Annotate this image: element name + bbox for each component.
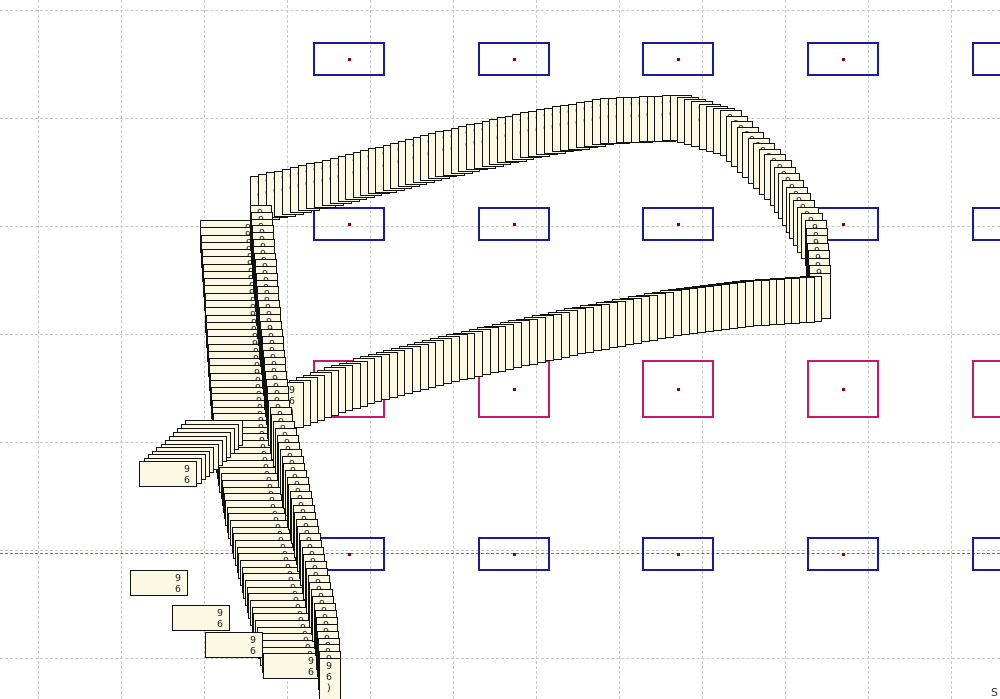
slot-r3-c1[interactable] bbox=[478, 537, 550, 571]
slot-r0-c2[interactable] bbox=[642, 42, 714, 76]
stacked-card[interactable]: 9 6 ) bbox=[263, 653, 321, 679]
slot-r1-c4[interactable] bbox=[972, 207, 1000, 241]
slot-anchor-dot bbox=[842, 388, 845, 391]
slot-anchor-dot bbox=[677, 223, 680, 226]
slot-anchor-dot bbox=[513, 58, 516, 61]
horizontal-guide-line[interactable] bbox=[0, 553, 1000, 554]
slot-anchor-dot bbox=[348, 553, 351, 556]
slot-anchor-dot bbox=[677, 553, 680, 556]
slot-anchor-dot bbox=[348, 223, 351, 226]
slot-anchor-dot bbox=[677, 58, 680, 61]
stacked-card[interactable]: 9 6 ) bbox=[319, 658, 341, 699]
stacked-card[interactable]: 9 6 ) bbox=[172, 605, 230, 631]
slot-anchor-dot bbox=[677, 388, 680, 391]
grid-line-horizontal bbox=[0, 442, 1000, 443]
slot-r3-c2[interactable] bbox=[642, 537, 714, 571]
grid-line-vertical bbox=[868, 0, 869, 699]
slot-r0-c0[interactable] bbox=[313, 42, 385, 76]
slot-anchor-dot bbox=[513, 388, 516, 391]
slot-r1-c2[interactable] bbox=[642, 207, 714, 241]
slot-r1-c0[interactable] bbox=[313, 207, 385, 241]
stacked-card[interactable]: 9 6 ) bbox=[130, 570, 188, 596]
grid-line-vertical bbox=[785, 0, 786, 699]
slot-anchor-dot bbox=[842, 223, 845, 226]
slot-anchor-dot bbox=[348, 58, 351, 61]
grid-line-vertical bbox=[370, 0, 371, 699]
slot-r2-c4[interactable] bbox=[972, 360, 1000, 418]
grid-line-horizontal bbox=[0, 10, 1000, 11]
slot-r0-c1[interactable] bbox=[478, 42, 550, 76]
grid-line-horizontal bbox=[0, 658, 1000, 659]
stacked-card[interactable]: 9 6 ) bbox=[205, 632, 263, 658]
slot-r2-c3[interactable] bbox=[807, 360, 879, 418]
slot-r2-c2[interactable] bbox=[642, 360, 714, 418]
slot-anchor-dot bbox=[842, 553, 845, 556]
grid-line-vertical bbox=[38, 0, 39, 699]
grid-line-vertical bbox=[204, 0, 205, 699]
slot-r0-c3[interactable] bbox=[807, 42, 879, 76]
grid-line-vertical bbox=[951, 0, 952, 699]
slot-r3-c3[interactable] bbox=[807, 537, 879, 571]
slot-r0-c4[interactable] bbox=[972, 42, 1000, 76]
slot-anchor-dot bbox=[513, 553, 516, 556]
slot-r3-c4[interactable] bbox=[972, 537, 1000, 571]
corner-label: S bbox=[991, 686, 998, 699]
grid-line-vertical bbox=[121, 0, 122, 699]
slot-anchor-dot bbox=[842, 58, 845, 61]
stacked-card[interactable]: 9 6 ) bbox=[139, 461, 197, 487]
slot-anchor-dot bbox=[513, 223, 516, 226]
slot-r1-c1[interactable] bbox=[478, 207, 550, 241]
